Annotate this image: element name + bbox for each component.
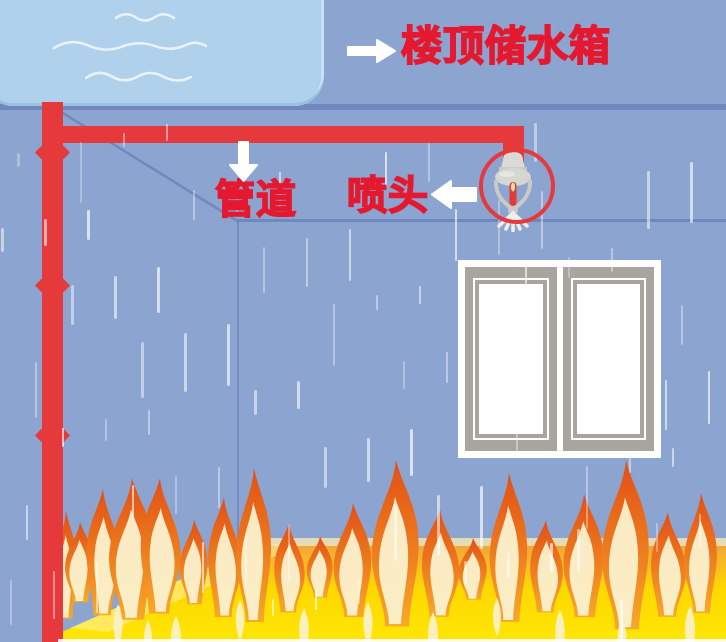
riser-pipe — [42, 102, 63, 642]
water-tank — [0, 0, 324, 106]
pipe-label: 管道 — [214, 177, 297, 223]
arrow-down-icon — [229, 141, 258, 182]
ceiling-line — [237, 219, 726, 222]
window-pane-right — [562, 267, 654, 451]
window — [458, 260, 661, 458]
pipe-coupling — [35, 146, 70, 159]
fire-flames — [53, 460, 726, 642]
water-ripple-lines — [52, 13, 208, 82]
pipe-coupling — [35, 279, 70, 292]
window-pane-frame — [570, 278, 646, 440]
window-pane-left — [465, 267, 557, 451]
roof-line — [0, 104, 726, 110]
branch-pipe — [42, 126, 524, 143]
arrow-left-icon — [431, 180, 477, 209]
pipe-coupling — [35, 429, 70, 442]
sprinkler-label: 喷头 — [346, 173, 429, 219]
circle-highlight-icon — [479, 148, 555, 224]
window-glass — [576, 284, 640, 434]
tank-label: 楼顶储水箱 — [400, 22, 611, 70]
arrow-right-icon — [347, 39, 396, 63]
bottom-edge — [58, 639, 726, 642]
